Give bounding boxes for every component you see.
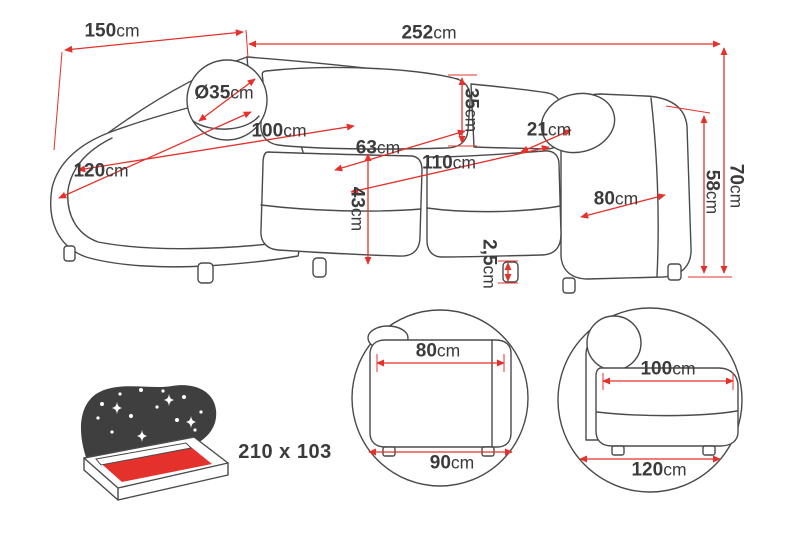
blanket-fold xyxy=(95,442,193,466)
dim-pillow-diameter-35-label: Ø35cm xyxy=(194,82,254,104)
front-leg xyxy=(702,445,716,456)
stars xyxy=(96,388,203,442)
dim-armrest-depth-80-label: 80cm xyxy=(593,188,639,210)
detail-side-top-dim-label: 80cm xyxy=(415,340,461,362)
sofa-legs xyxy=(63,245,682,294)
seat-cushion-right-edge xyxy=(426,205,561,213)
front-bolster-pillow xyxy=(586,315,642,371)
front-leg xyxy=(611,445,625,456)
dim-chaise-length-150-label: 150cm xyxy=(84,20,140,42)
dim-backrest-cushion-height-35-label: 35cm xyxy=(460,87,482,133)
detail-circle xyxy=(557,307,743,493)
detail-front-top-dim-label: 100cm xyxy=(640,358,696,380)
dim-total-width-252-label: 252cm xyxy=(401,22,457,44)
front-seat-edge xyxy=(596,410,738,417)
dim-chaise-width-120-label: 120cm xyxy=(73,160,129,182)
dimension-lines xyxy=(53,29,732,284)
dim-armrest-height-58-label: 58cm xyxy=(701,169,723,215)
mattress-edges xyxy=(83,457,229,501)
detail-front-view xyxy=(557,307,743,493)
side-dimension-lines xyxy=(368,354,513,456)
seat-cushion-left-edge xyxy=(260,204,422,212)
dim-seat-width-110-label: 110cm xyxy=(422,152,476,174)
detail-side-view xyxy=(351,309,529,487)
sleeping-area-size-label: 210 x 103 xyxy=(238,441,332,463)
detail-front-bottom-dim-label: 120cm xyxy=(631,459,687,481)
dim-armrest-top-21-label: 21cm xyxy=(526,119,572,141)
detail-side-bottom-dim-label: 90cm xyxy=(429,452,475,474)
detail-circle xyxy=(351,309,529,487)
dim-chaise-depth-100-label: 100cm xyxy=(251,120,307,142)
dim-seat-height-43-label: 43cm xyxy=(346,186,368,232)
armrest-seam xyxy=(650,97,659,277)
side-body xyxy=(369,339,512,448)
sleeping-function-icon xyxy=(80,385,229,501)
dim-leg-height-2-5-label: 2,5cm xyxy=(478,239,500,289)
sofa-drawing xyxy=(50,56,692,294)
red-blanket xyxy=(96,443,212,482)
dim-total-height-70-label: 70cm xyxy=(725,163,747,209)
front-dimension-lines xyxy=(579,373,734,463)
front-body xyxy=(595,367,739,447)
dim-seat-depth-63-label: 63cm xyxy=(355,137,401,159)
